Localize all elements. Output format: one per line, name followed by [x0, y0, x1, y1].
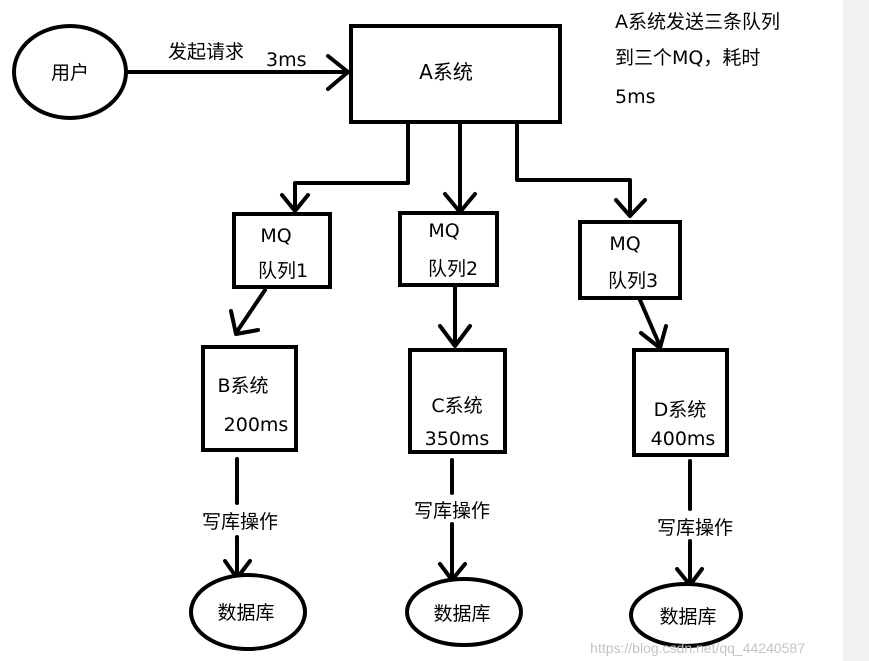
- queue-node-3: MQ 队列3: [578, 220, 682, 300]
- database-label: 数据库: [433, 603, 490, 625]
- request-time: 3ms: [266, 49, 307, 71]
- queue-name: 队列3: [608, 270, 658, 292]
- note-line: 到三个MQ，耗时: [615, 47, 760, 69]
- user-label: 用户: [51, 62, 89, 84]
- connector-queue3-system-d: [638, 298, 668, 350]
- connector-a-queue1: [280, 122, 410, 213]
- database-label: 数据库: [659, 606, 716, 628]
- request-arrow: [126, 54, 350, 91]
- connector-queue1-system-b: [229, 288, 267, 336]
- queue-name: 队列1: [258, 260, 308, 282]
- database-label: 数据库: [217, 602, 274, 624]
- system-a-node: A系统: [349, 24, 562, 124]
- note-line: 5ms: [615, 86, 656, 108]
- watermark-text: https://blog.csdn.net/qq_44240587: [590, 640, 805, 656]
- database-node-1: 数据库: [189, 573, 307, 651]
- right-margin-strip: [843, 0, 869, 661]
- queue-name: 队列2: [428, 258, 478, 280]
- queue-title: MQ: [609, 233, 640, 255]
- queue-node-1: MQ 队列1: [232, 212, 332, 289]
- system-name: C系统: [431, 395, 482, 417]
- write-op-label: 写库操作: [202, 511, 278, 533]
- queue-title: MQ: [260, 225, 291, 247]
- connector-queue2-system-c: [438, 285, 472, 348]
- note-line: A系统发送三条队列: [615, 11, 780, 33]
- queue-node-2: MQ 队列2: [398, 211, 499, 287]
- connector-a-queue3: [515, 122, 647, 218]
- database-node-2: 数据库: [405, 577, 523, 647]
- request-label: 发起请求: [168, 41, 244, 63]
- system-time: 350ms: [425, 428, 490, 450]
- system-name: B系统: [217, 375, 268, 397]
- connector-a-queue2: [443, 122, 477, 214]
- write-op-label: 写库操作: [414, 500, 490, 522]
- system-name: D系统: [654, 399, 707, 421]
- system-b-node: B系统 200ms: [201, 345, 298, 452]
- write-op-label: 写库操作: [657, 517, 733, 539]
- queue-title: MQ: [428, 220, 459, 242]
- note-text: A系统发送三条队列 到三个MQ，耗时 5ms: [615, 11, 780, 108]
- system-c-node: C系统 350ms: [408, 348, 507, 454]
- user-node: 用户: [12, 24, 128, 120]
- system-time: 400ms: [651, 428, 716, 450]
- system-time: 200ms: [224, 414, 289, 436]
- system-a-label: A系统: [419, 60, 473, 84]
- database-node-3: 数据库: [629, 582, 743, 648]
- system-d-node: D系统 400ms: [632, 348, 729, 457]
